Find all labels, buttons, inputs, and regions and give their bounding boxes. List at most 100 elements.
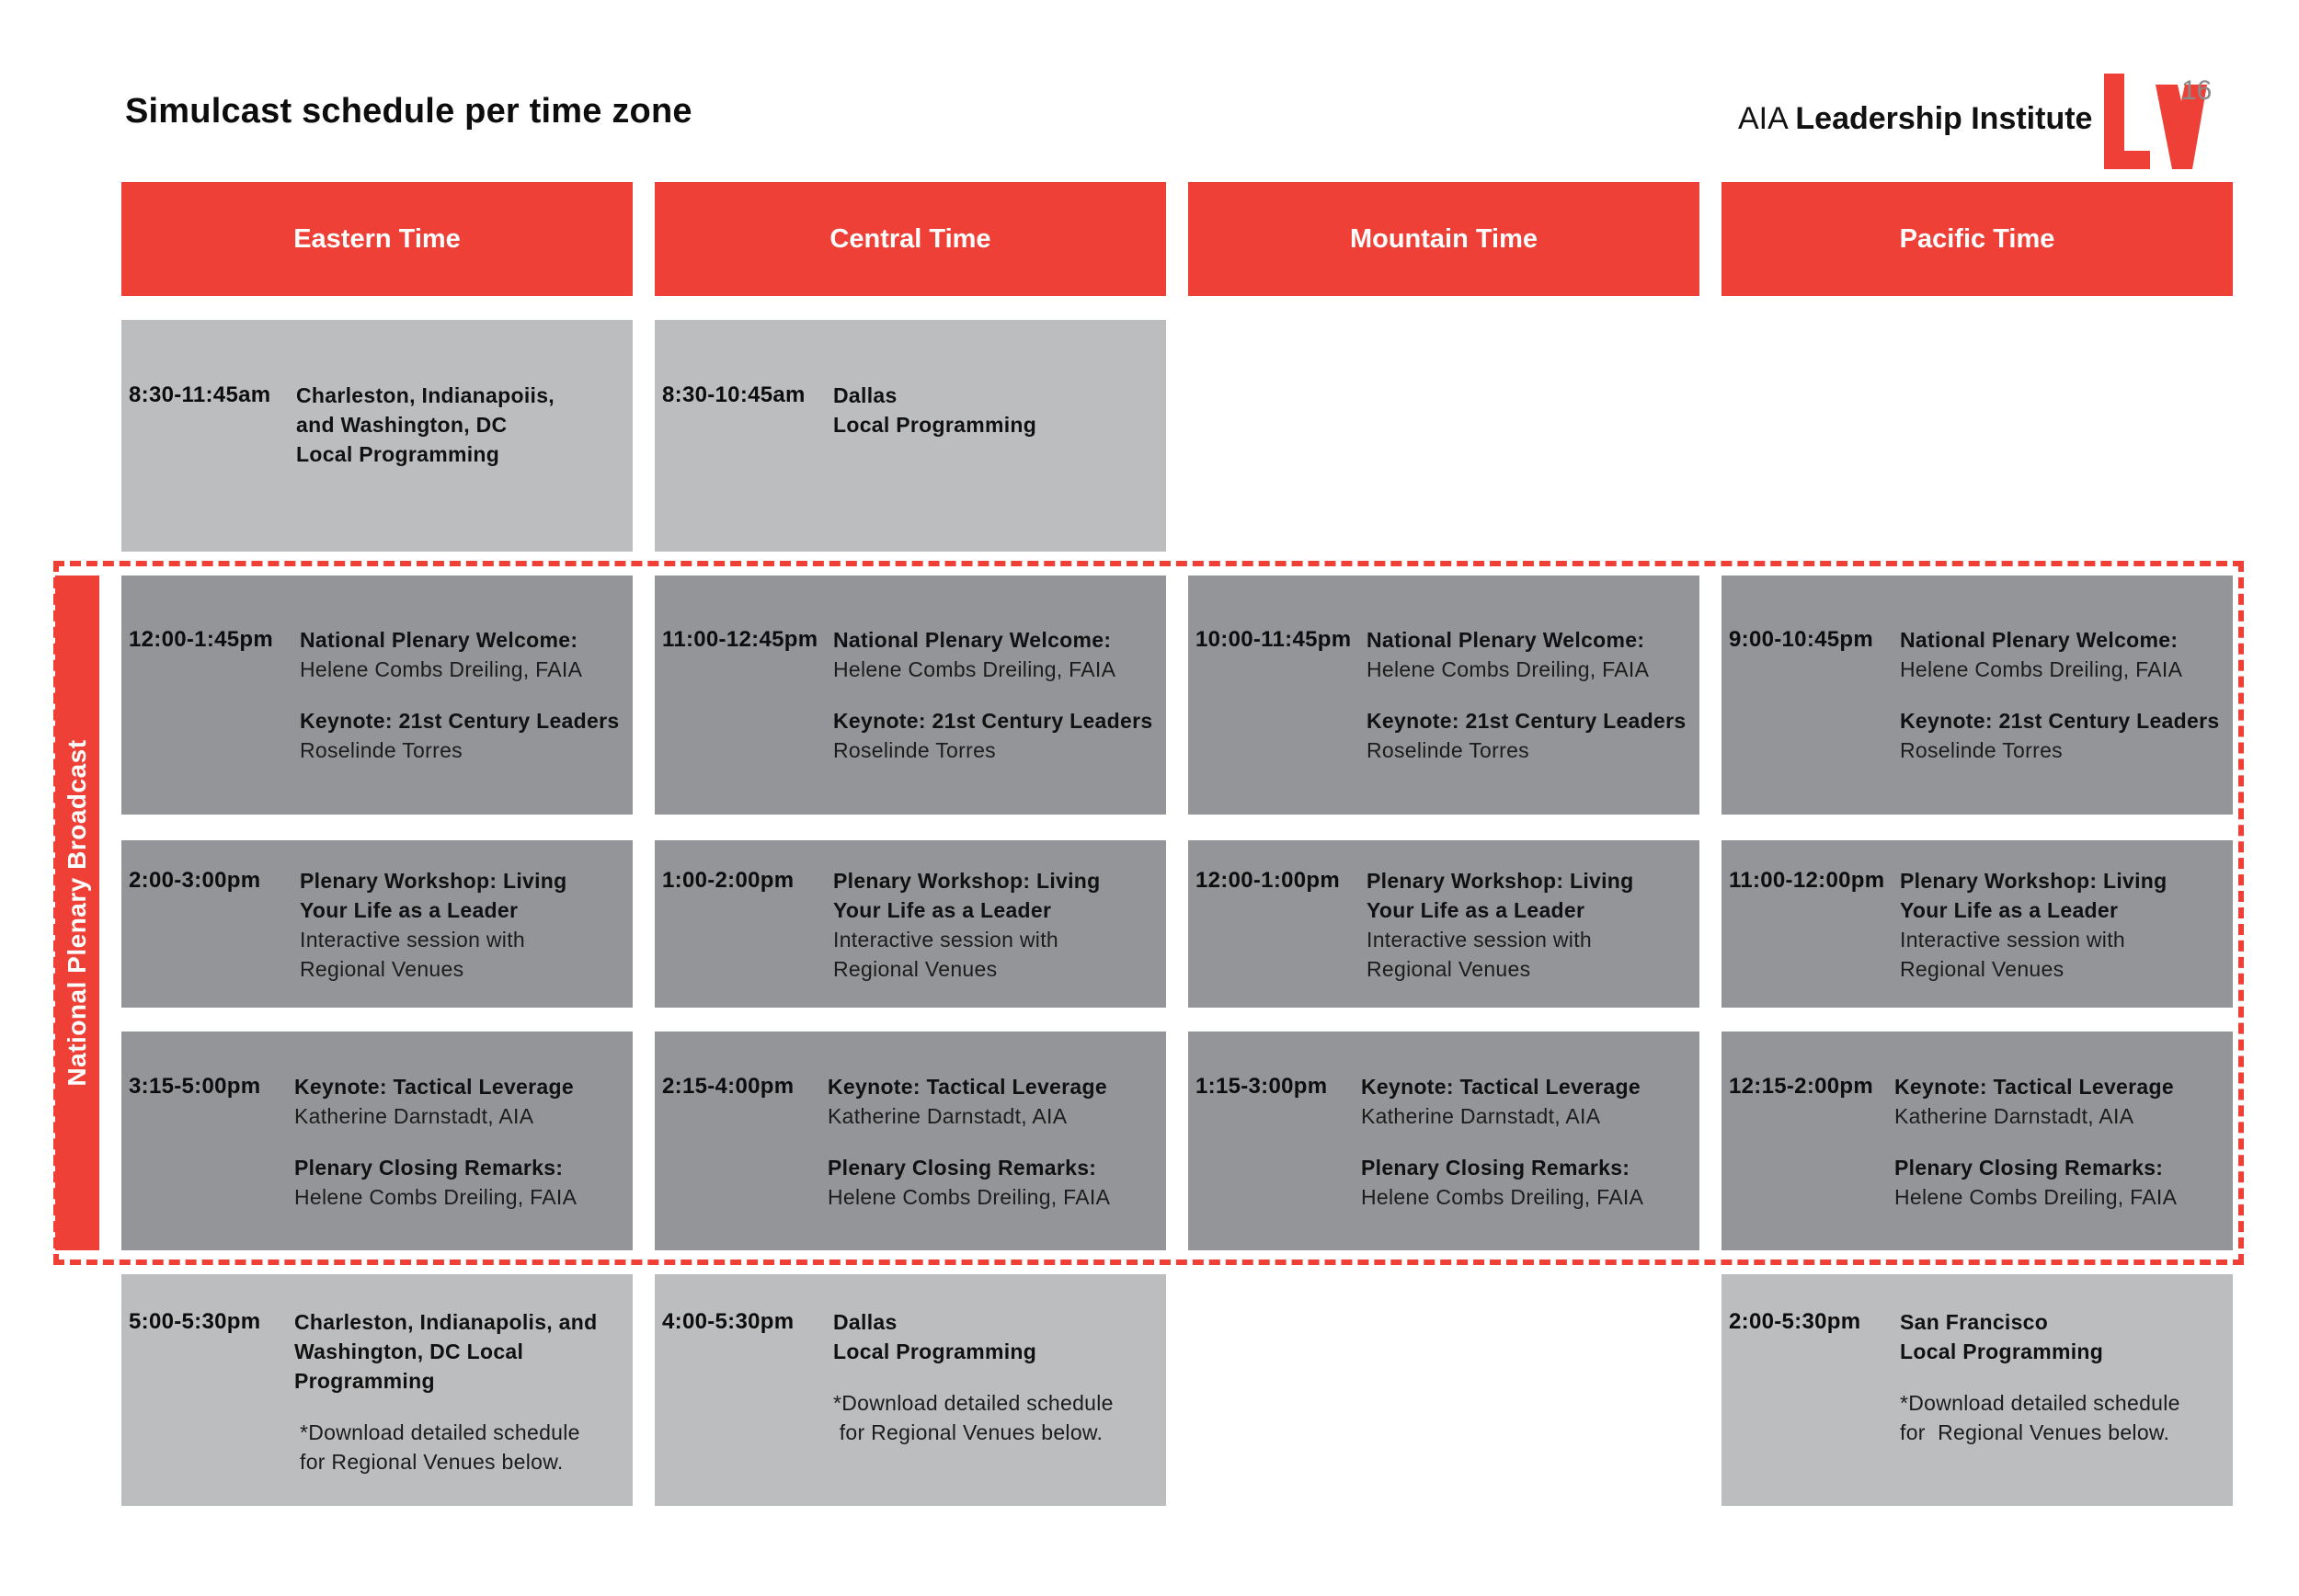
session-line: Local Programming [833, 413, 1037, 437]
closing-title: Plenary Closing Remarks: [1894, 1156, 2164, 1180]
broadcast-side-band [55, 576, 99, 1250]
time-slot: 8:30-11:45am [129, 382, 271, 407]
schedule-cell-morning-eastern: 8:30-11:45am Charleston, Indianapoiis, a… [121, 320, 633, 552]
session-line: Programming [294, 1369, 435, 1393]
session-line: Local Programming [296, 442, 500, 466]
schedule-cell-workshop-eastern: 2:00-3:00pm Plenary Workshop: Living You… [121, 840, 633, 1008]
logo-year: 16 [2181, 75, 2213, 106]
session-line: Dallas [833, 1310, 898, 1334]
brand-name: Leadership Institute [1795, 101, 2093, 136]
column-header-eastern: Eastern Time [121, 182, 633, 296]
time-slot: 5:00-5:30pm [129, 1309, 261, 1334]
session-title: Your Life as a Leader [1367, 898, 1585, 922]
session-title: Your Life as a Leader [300, 898, 519, 922]
keynote-speaker: Katherine Darnstadt, AIA [1894, 1104, 2134, 1128]
session-title: National Plenary Welcome: [300, 628, 578, 652]
closing-speaker: Helene Combs Dreiling, FAIA [1894, 1185, 2178, 1209]
session-description: Plenary Workshop: Living Your Life as a … [833, 866, 1101, 984]
time-slot: 12:00-1:45pm [129, 627, 274, 652]
session-subtitle: Interactive session with [1900, 928, 2125, 952]
closing-title: Plenary Closing Remarks: [1361, 1156, 1630, 1180]
keynote-title: Keynote: Tactical Leverage [294, 1075, 574, 1099]
schedule-cell-closing-central: 2:15-4:00pm Keynote: Tactical Leverage K… [655, 1032, 1166, 1250]
keynote-speaker: Katherine Darnstadt, AIA [294, 1104, 534, 1128]
session-title: National Plenary Welcome: [833, 628, 1112, 652]
schedule-cell-welcome-eastern: 12:00-1:45pm National Plenary Welcome: H… [121, 576, 633, 815]
brand-org: AIA [1738, 101, 1787, 136]
keynote-speaker: Roselinde Torres [833, 738, 996, 762]
keynote-speaker: Roselinde Torres [300, 738, 463, 762]
session-description: Plenary Workshop: Living Your Life as a … [1900, 866, 2167, 984]
broadcast-label: National Plenary Broadcast [63, 739, 91, 1087]
session-line: Washington, DC Local [294, 1340, 524, 1363]
time-slot: 11:00-12:00pm [1729, 868, 1885, 893]
closing-title: Plenary Closing Remarks: [294, 1156, 564, 1180]
session-line: Charleston, Indianapoiis, [296, 383, 555, 407]
time-slot: 2:00-5:30pm [1729, 1309, 1861, 1334]
session-description: Keynote: Tactical Leverage Katherine Dar… [828, 1072, 1110, 1212]
session-description: Plenary Workshop: Living Your Life as a … [1367, 866, 1634, 984]
column-header-central: Central Time [655, 182, 1166, 296]
keynote-speaker: Roselinde Torres [1367, 738, 1529, 762]
schedule-cell-welcome-mountain: 10:00-11:45pm National Plenary Welcome: … [1188, 576, 1699, 815]
time-slot: 11:00-12:45pm [662, 627, 818, 652]
session-subtitle: Regional Venues [300, 957, 464, 981]
session-speaker: Helene Combs Dreiling, FAIA [1367, 657, 1650, 681]
session-description: Keynote: Tactical Leverage Katherine Dar… [1361, 1072, 1643, 1212]
keynote-title: Keynote: 21st Century Leaders [1900, 709, 2220, 733]
session-title: Your Life as a Leader [833, 898, 1052, 922]
keynote-speaker: Katherine Darnstadt, AIA [828, 1104, 1068, 1128]
schedule-cell-closing-mountain: 1:15-3:00pm Keynote: Tactical Leverage K… [1188, 1032, 1699, 1250]
session-description: Dallas Local Programming [833, 381, 1036, 439]
keynote-title: Keynote: Tactical Leverage [1361, 1075, 1641, 1099]
time-slot: 8:30-10:45am [662, 382, 806, 407]
session-speaker: Helene Combs Dreiling, FAIA [1900, 657, 2183, 681]
session-description: Dallas Local Programming *Download detai… [833, 1307, 1114, 1447]
session-description: Keynote: Tactical Leverage Katherine Dar… [1894, 1072, 2177, 1212]
time-slot: 4:00-5:30pm [662, 1309, 795, 1334]
closing-speaker: Helene Combs Dreiling, FAIA [294, 1185, 578, 1209]
keynote-title: Keynote: 21st Century Leaders [833, 709, 1153, 733]
schedule-cell-welcome-pacific: 9:00-10:45pm National Plenary Welcome: H… [1721, 576, 2233, 815]
time-slot: 2:15-4:00pm [662, 1074, 795, 1099]
schedule-cell-evening-pacific: 2:00-5:30pm San Francisco Local Programm… [1721, 1274, 2233, 1506]
session-title: Plenary Workshop: Living [1900, 869, 2167, 893]
session-line: and Washington, DC [296, 413, 508, 437]
brand-wordmark: AIA Leadership Institute [1738, 101, 2092, 137]
schedule-cell-evening-central: 4:00-5:30pm Dallas Local Programming *Do… [655, 1274, 1166, 1506]
time-slot: 12:15-2:00pm [1729, 1074, 1874, 1099]
session-description: Charleston, Indianapolis, and Washington… [294, 1307, 597, 1476]
page-title: Simulcast schedule per time zone [125, 92, 692, 131]
schedule-cell-morning-central: 8:30-10:45am Dallas Local Programming [655, 320, 1166, 552]
session-title: Plenary Workshop: Living [300, 869, 567, 893]
session-subtitle: Interactive session with [300, 928, 525, 952]
session-description: Keynote: Tactical Leverage Katherine Dar… [294, 1072, 577, 1212]
session-line: Charleston, Indianapolis, and [294, 1310, 598, 1334]
session-title: Your Life as a Leader [1900, 898, 2119, 922]
session-subtitle: Interactive session with [1367, 928, 1592, 952]
closing-speaker: Helene Combs Dreiling, FAIA [1361, 1185, 1644, 1209]
session-subtitle: Regional Venues [1900, 957, 2065, 981]
download-note: for Regional Venues below. [300, 1450, 564, 1474]
download-note: *Download detailed schedule [833, 1391, 1114, 1415]
schedule-cell-closing-eastern: 3:15-5:00pm Keynote: Tactical Leverage K… [121, 1032, 633, 1250]
closing-title: Plenary Closing Remarks: [828, 1156, 1097, 1180]
session-title: Plenary Workshop: Living [1367, 869, 1634, 893]
time-slot: 12:00-1:00pm [1195, 868, 1341, 893]
keynote-title: Keynote: Tactical Leverage [828, 1075, 1107, 1099]
session-description: National Plenary Welcome: Helene Combs D… [300, 625, 619, 765]
session-line: Local Programming [1900, 1340, 2104, 1363]
session-speaker: Helene Combs Dreiling, FAIA [833, 657, 1116, 681]
session-subtitle: Interactive session with [833, 928, 1058, 952]
download-note: *Download detailed schedule [300, 1420, 580, 1444]
schedule-cell-workshop-mountain: 12:00-1:00pm Plenary Workshop: Living Yo… [1188, 840, 1699, 1008]
time-slot: 1:00-2:00pm [662, 868, 795, 893]
session-description: National Plenary Welcome: Helene Combs D… [833, 625, 1152, 765]
session-description: San Francisco Local Programming *Downloa… [1900, 1307, 2180, 1447]
keynote-speaker: Katherine Darnstadt, AIA [1361, 1104, 1601, 1128]
column-header-pacific: Pacific Time [1721, 182, 2233, 296]
session-description: Plenary Workshop: Living Your Life as a … [300, 866, 567, 984]
session-title: National Plenary Welcome: [1900, 628, 2179, 652]
time-slot: 10:00-11:45pm [1195, 627, 1352, 652]
schedule-cell-workshop-central: 1:00-2:00pm Plenary Workshop: Living You… [655, 840, 1166, 1008]
